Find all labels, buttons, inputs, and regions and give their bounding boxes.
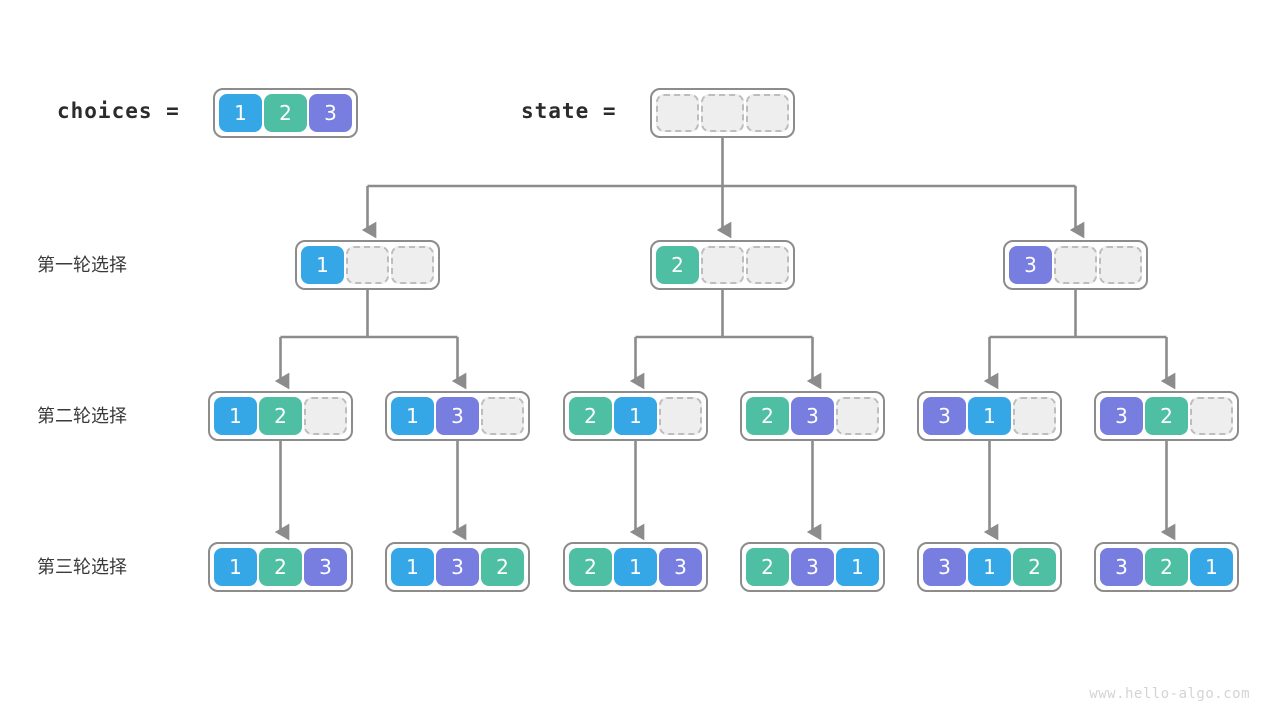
array-cell-value: 2 bbox=[481, 548, 524, 586]
array-cell-value: 1 bbox=[391, 397, 434, 435]
array-cell-value: 3 bbox=[791, 548, 834, 586]
array-cell-value: 2 bbox=[1145, 397, 1188, 435]
array-cell-value: 2 bbox=[746, 397, 789, 435]
array-cell-empty bbox=[836, 397, 879, 435]
array-cell-empty bbox=[346, 246, 389, 284]
array-cell-empty bbox=[746, 94, 789, 132]
array-cell-empty bbox=[701, 94, 744, 132]
array-cell-value: 2 bbox=[569, 548, 612, 586]
array-cell-value: 2 bbox=[1013, 548, 1056, 586]
array-cell-value: 1 bbox=[968, 397, 1011, 435]
tree-node-level1-2: 3 bbox=[1003, 240, 1148, 290]
array-cell-value: 2 bbox=[569, 397, 612, 435]
array-cell-value: 1 bbox=[219, 94, 262, 132]
array-cell-empty bbox=[1054, 246, 1097, 284]
array-cell-empty bbox=[481, 397, 524, 435]
choices-label: choices = bbox=[57, 99, 180, 123]
array-cell-value: 3 bbox=[1009, 246, 1052, 284]
row-label-round-3: 第三轮选择 bbox=[37, 557, 127, 578]
array-cell-value: 1 bbox=[1190, 548, 1233, 586]
array-cell-value: 2 bbox=[1145, 548, 1188, 586]
array-cell-value: 3 bbox=[1100, 548, 1143, 586]
array-cell-value: 1 bbox=[614, 548, 657, 586]
array-cell-value: 2 bbox=[259, 548, 302, 586]
tree-node-level1-1: 2 bbox=[650, 240, 795, 290]
array-cell-value: 1 bbox=[391, 548, 434, 586]
array-cell-empty bbox=[746, 246, 789, 284]
array-cell-value: 1 bbox=[614, 397, 657, 435]
array-cell-value: 3 bbox=[436, 397, 479, 435]
state-array-root bbox=[650, 88, 795, 138]
tree-node-level1-0: 1 bbox=[295, 240, 440, 290]
array-cell-value: 2 bbox=[746, 548, 789, 586]
state-label: state = bbox=[521, 99, 617, 123]
array-cell-empty bbox=[1099, 246, 1142, 284]
array-cell-value: 1 bbox=[214, 397, 257, 435]
array-cell-empty bbox=[1013, 397, 1056, 435]
array-cell-empty bbox=[391, 246, 434, 284]
array-cell-value: 3 bbox=[923, 548, 966, 586]
watermark: www.hello-algo.com bbox=[1089, 686, 1250, 702]
array-cell-value: 2 bbox=[656, 246, 699, 284]
array-cell-value: 3 bbox=[1100, 397, 1143, 435]
array-cell-value: 1 bbox=[836, 548, 879, 586]
array-cell-empty bbox=[1190, 397, 1233, 435]
array-cell-empty bbox=[304, 397, 347, 435]
array-cell-value: 1 bbox=[968, 548, 1011, 586]
array-cell-value: 3 bbox=[791, 397, 834, 435]
array-cell-value: 3 bbox=[923, 397, 966, 435]
array-cell-value: 2 bbox=[264, 94, 307, 132]
array-cell-value: 1 bbox=[214, 548, 257, 586]
array-cell-value: 3 bbox=[436, 548, 479, 586]
array-cell-empty bbox=[659, 397, 702, 435]
row-label-round-2: 第二轮选择 bbox=[37, 406, 127, 427]
array-cell-value: 2 bbox=[259, 397, 302, 435]
row-label-round-1: 第一轮选择 bbox=[37, 255, 127, 276]
array-cell-empty bbox=[701, 246, 744, 284]
array-cell-value: 3 bbox=[659, 548, 702, 586]
array-cell-value: 3 bbox=[304, 548, 347, 586]
array-cell-value: 3 bbox=[309, 94, 352, 132]
array-cell-value: 1 bbox=[301, 246, 344, 284]
array-cell-empty bbox=[656, 94, 699, 132]
